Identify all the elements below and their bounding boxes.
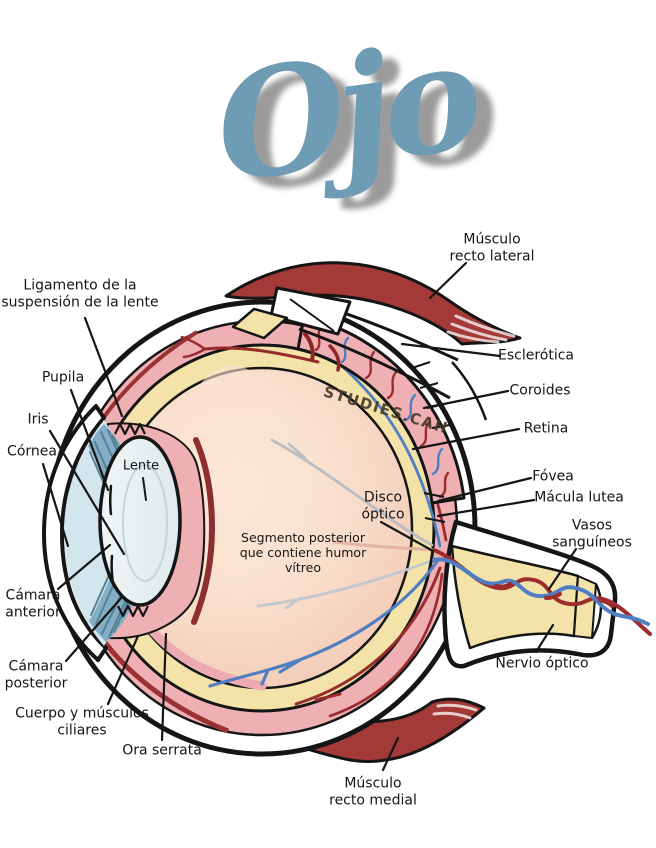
- leader-musculo-medial: [381, 736, 400, 772]
- lens-inner-ring: [122, 464, 168, 582]
- label-line: Vasos: [571, 517, 613, 534]
- retina-apex: [231, 307, 289, 340]
- label-line: Segmento posterior: [241, 529, 365, 545]
- label-esclerotica: Esclerótica: [497, 347, 575, 364]
- vessel-faint-mid: [332, 540, 436, 552]
- label-camara-anterior: Cámara anterior: [5, 587, 61, 620]
- sclera-cut-line-b: [298, 327, 451, 400]
- leader-iris: [48, 429, 126, 556]
- label-camara-posterior: Cámara posterior: [5, 658, 68, 691]
- leader-disco: [379, 520, 435, 553]
- label-cuerpo-ciliar: Cuerpo y músculos ciliares: [15, 705, 149, 738]
- label-cornea: Córnea: [7, 443, 57, 460]
- vessel-red-main: [294, 566, 442, 706]
- lente-pointer-line: [142, 477, 147, 501]
- leader-camara-anterior: [56, 543, 112, 591]
- label-line: que contiene humor: [239, 544, 367, 560]
- label-line: Músculo: [463, 231, 521, 248]
- label-line: posterior: [4, 675, 68, 691]
- label-line: sanguíneos: [552, 534, 632, 550]
- leader-lines-group: [41, 261, 578, 772]
- label-line: ciliares: [57, 722, 107, 738]
- leader-vasos: [547, 547, 578, 591]
- label-line: anterior: [5, 604, 61, 620]
- fovea-tick-upper: [423, 492, 445, 498]
- label-ora-serrata: Ora serrata: [122, 742, 202, 759]
- label-line: recto medial: [329, 792, 417, 808]
- vessel-top-red-branch: [180, 335, 207, 359]
- cornea: [42, 404, 108, 662]
- vessel-top-red: [203, 346, 320, 364]
- label-nervio-optico: Nervio óptico: [495, 655, 589, 672]
- label-line: Músculo: [344, 775, 402, 792]
- medial-muscle-fade: [432, 703, 478, 720]
- label-disco-optico: Disco óptico: [361, 489, 404, 522]
- choroid-arc-behind-lens: [191, 437, 216, 625]
- cutaway-group: [231, 286, 488, 523]
- fovea-tick-lower: [424, 517, 446, 523]
- label-macula-lutea: Mácula lutea: [534, 489, 624, 506]
- leader-pupila: [69, 388, 110, 492]
- label-iris: Iris: [27, 411, 49, 428]
- label-retina: Retina: [523, 420, 569, 437]
- label-fovea: Fóvea: [532, 468, 574, 485]
- optic-nerve-group: [432, 519, 652, 669]
- nerve-core: [450, 544, 580, 650]
- leader-coroides: [422, 389, 510, 410]
- leader-cuerpo-ciliar: [106, 634, 140, 706]
- vessel-blue-edge-top: [320, 348, 442, 548]
- vessel-blue-main: [208, 558, 440, 688]
- leader-ligamento: [83, 316, 124, 418]
- label-line: Cámara: [8, 658, 64, 675]
- ciliary-zigzag-bottom: [117, 604, 149, 618]
- leader-esclerotica: [400, 342, 502, 358]
- label-ligamento: Ligamento de la suspensión de la lente: [1, 277, 158, 310]
- label-line: Cuerpo y músculos: [15, 705, 149, 722]
- nerve-cap-rim: [590, 583, 603, 639]
- pupil-margin-upper: [109, 484, 113, 516]
- leader-ora-serrata: [160, 632, 168, 742]
- label-line: recto lateral: [449, 248, 535, 264]
- nerve-cap-face: [572, 574, 598, 640]
- lateral-muscle-fade: [446, 314, 516, 344]
- label-line: vítreo: [285, 559, 321, 575]
- label-pupila: Pupila: [41, 369, 85, 386]
- label-segmento-posterior: Segmento posterior que contiene humor ví…: [239, 529, 367, 575]
- pupil-margin-lower: [110, 554, 115, 586]
- label-musculo-recto-medial: Músculo recto medial: [329, 775, 417, 808]
- anterior-segment-group: [42, 404, 216, 662]
- retinal-vessels-group: [180, 335, 448, 718]
- leader-musculo-lateral: [428, 261, 468, 300]
- leader-nervio: [534, 623, 555, 654]
- page-title: Ojo: [205, 7, 485, 217]
- leader-retina: [411, 427, 521, 451]
- leader-cornea: [41, 462, 70, 548]
- label-line: Cámara: [5, 587, 61, 604]
- leader-fovea: [436, 476, 533, 503]
- vessel-red-edge-bottom: [328, 572, 444, 718]
- sclera-cut-line-c: [451, 361, 488, 421]
- nerve-vessel-blue: [432, 557, 650, 626]
- label-line: óptico: [361, 506, 405, 522]
- ciliary-zigzag-top: [114, 422, 146, 436]
- leader-camara-posterior: [64, 595, 124, 663]
- label-lente: Lente: [122, 458, 160, 474]
- label-musculo-recto-lateral: Músculo recto lateral: [449, 231, 534, 264]
- sclera-flap-step: [289, 298, 335, 332]
- label-line: Ligamento de la: [23, 277, 137, 294]
- vessel-gray-upper: [270, 438, 434, 547]
- label-line: suspensión de la lente: [1, 294, 159, 310]
- label-coroides: Coroides: [509, 382, 571, 399]
- nerve-vessel-braid-overlaps: [494, 582, 614, 608]
- vessel-gray-lower: [256, 560, 430, 610]
- label-line: Disco: [363, 489, 403, 506]
- leader-macula: [436, 498, 536, 518]
- label-vasos-sanguineos: Vasos sanguíneos: [552, 517, 632, 550]
